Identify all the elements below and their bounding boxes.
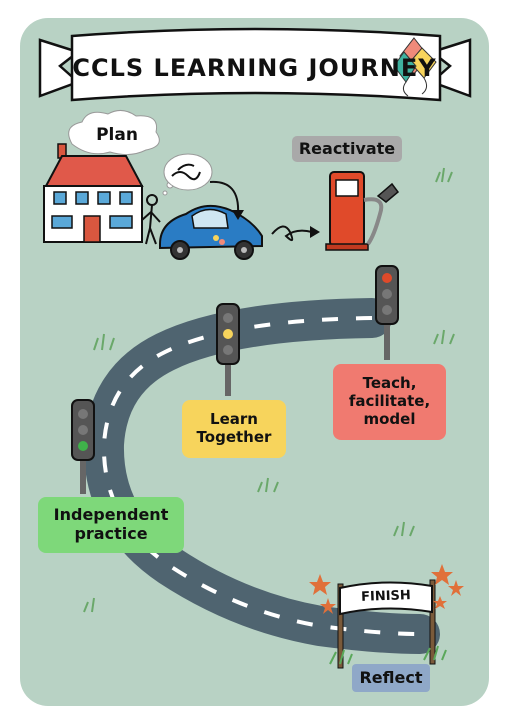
teach-facilitate-model-box: Teach, facilitate, model bbox=[333, 364, 446, 440]
plan-label: Plan bbox=[96, 125, 138, 145]
traffic-light-amber bbox=[216, 303, 240, 396]
plan-cloud bbox=[68, 110, 160, 156]
grass-decoration bbox=[83, 167, 455, 613]
finish-banner bbox=[329, 579, 447, 669]
traffic-light-green bbox=[71, 399, 95, 494]
person-icon bbox=[141, 194, 161, 245]
star-decoration bbox=[309, 564, 464, 614]
title-banner bbox=[38, 27, 472, 102]
thought-bubble bbox=[162, 153, 213, 196]
page-title: CCLS LEARNING JOURNEY bbox=[72, 54, 437, 82]
learn-together-box: Learn Together bbox=[182, 400, 286, 458]
independent-practice-box: Independent practice bbox=[38, 497, 184, 553]
loop-arrow-icon bbox=[271, 225, 313, 242]
house-icon bbox=[43, 143, 144, 243]
reflect-label: Reflect bbox=[352, 664, 430, 692]
fuel-pump-icon bbox=[325, 171, 400, 251]
kite-icon bbox=[393, 37, 437, 97]
finish-label: FINISH bbox=[360, 588, 412, 605]
arrow-icon bbox=[209, 180, 240, 215]
reactivate-label: Reactivate bbox=[292, 136, 402, 162]
car-icon bbox=[159, 204, 263, 260]
traffic-light-red bbox=[375, 265, 399, 360]
